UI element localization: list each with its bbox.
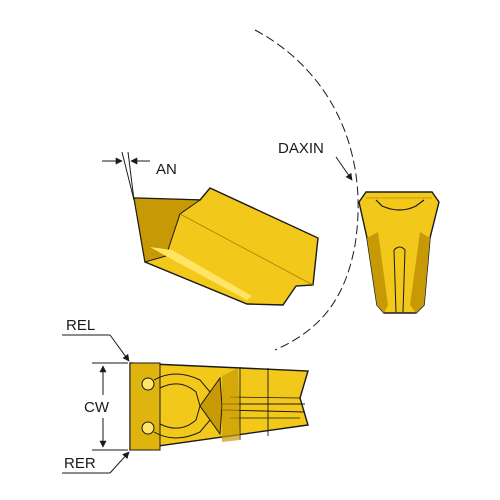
an-angle-line [121,151,135,201]
daxin-leader [335,156,353,181]
insert-front-groove-left [393,249,397,313]
cw-dimension: CW [84,362,128,451]
an-label: AN [156,161,177,178]
daxin-label: DAXIN [278,140,324,157]
insert-side-highlight [150,247,252,300]
rel-label: REL [66,317,95,334]
insert-top-head [129,362,161,451]
insert-front-groove-right [402,249,406,313]
rer-label: RER [64,455,96,472]
rel-leader [109,334,130,362]
insert-front-groove-top [393,246,406,251]
insert-top-view [129,362,309,451]
insert-front-shade-left [367,232,388,313]
insert-top-curve-lower [153,419,211,439]
insert-side-edge [179,213,314,286]
cw-label: CW [84,399,110,416]
rel-callout: REL [62,317,130,362]
insert-side-rake [133,197,202,263]
insert-top-hole-upper [141,377,155,391]
insert-side-body [133,187,319,306]
insert-top-curve-upper [153,373,211,393]
insert-side-view [133,187,319,306]
an-callout: AN [102,151,177,201]
an-ref-line [127,151,135,201]
insert-front-top-groove [375,199,425,211]
insert-top-line-c [229,396,301,399]
insert-top-shade [222,368,240,442]
insert-top-hole-lower [141,421,155,435]
insert-front-view [358,191,440,314]
insert-front-shade-right [410,232,430,313]
daxin-callout: DAXIN [278,140,353,181]
rer-leader [109,451,130,474]
daxin-arc [254,29,359,351]
rer-callout: RER [62,451,130,474]
